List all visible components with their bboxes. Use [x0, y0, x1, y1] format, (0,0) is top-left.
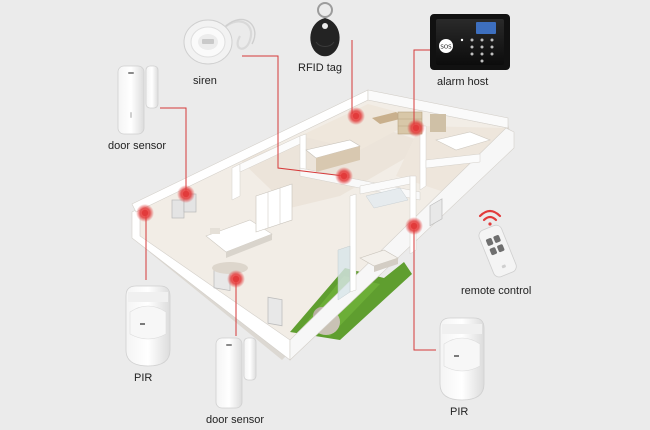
- remote-control-label: remote control: [461, 285, 532, 297]
- sensor-markers: [136, 107, 425, 288]
- door-sensor-bottom-label: door sensor: [206, 414, 265, 426]
- svg-text:SOS: SOS: [440, 45, 452, 51]
- leader-door-sensor-top: [160, 107, 187, 192]
- rfid-tag-label: RFID tag: [298, 62, 343, 74]
- pir-sensor-icon: [439, 317, 485, 401]
- leader-pir-right: [413, 228, 436, 351]
- sensor-dot-door-top: [177, 185, 195, 203]
- alarm-host-label: alarm host: [437, 76, 489, 88]
- sensor-dot-rfid: [347, 107, 365, 125]
- wifi-signal-icon: [478, 209, 502, 226]
- bed-left: [205, 219, 273, 258]
- sensor-dot-siren: [335, 167, 353, 185]
- siren-label: siren: [193, 75, 217, 87]
- leader-siren: [242, 55, 345, 177]
- leader-lines: [145, 40, 436, 351]
- alarm-host-icon: SOS: [430, 14, 510, 70]
- pir-left-label: PIR: [134, 372, 153, 384]
- sensor-dot-host: [407, 119, 425, 137]
- door-sensor-top-label: door sensor: [108, 140, 167, 152]
- pir-right-label: PIR: [450, 406, 469, 418]
- remote-control-icon: [478, 209, 517, 278]
- sensor-dot-pir-right: [405, 217, 423, 235]
- pir-sensor-icon: [125, 285, 171, 367]
- door-sensor-icon: [215, 337, 257, 409]
- siren-icon: [183, 18, 256, 65]
- sensor-dot-pir-left: [136, 204, 154, 222]
- door-sensor-icon: [117, 65, 159, 135]
- sensor-dot-door-bottom: [227, 270, 245, 288]
- rfid-tag-icon: [310, 2, 340, 57]
- leader-alarm-host: [413, 49, 436, 126]
- sofa: [359, 249, 399, 272]
